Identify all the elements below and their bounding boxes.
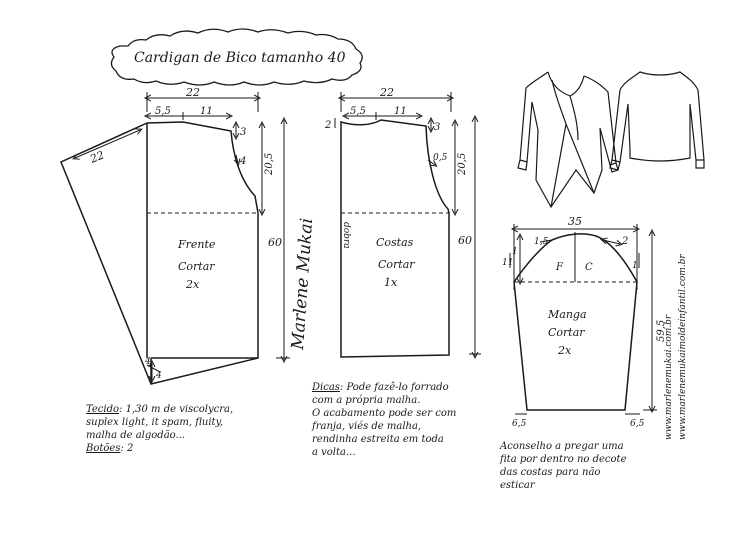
fabric-line-1: : 1,30 m de viscolycra, [119, 404, 234, 415]
front-shoulder: 11 [200, 106, 213, 117]
sleeve-cuff-right: 6,5 [630, 419, 645, 429]
front-label-line-2: Cortar [178, 260, 215, 273]
sleeve-length: 59,5 [656, 320, 667, 342]
back-label-line-3: 1x [384, 276, 398, 289]
tips-line-4: franja, viés de malha, [312, 421, 422, 432]
back-length: 60 [458, 234, 472, 247]
back-neck-width: 5,5 [350, 106, 366, 117]
sleeve-front-marker: F [555, 262, 564, 273]
front-label-line-1: Frente [177, 238, 216, 251]
back-label-line-2: Cortar [378, 258, 415, 271]
back-neck-drop: 2 [324, 120, 331, 131]
title-cloud: Cardigan de Bico tamanho 40 [110, 28, 363, 86]
front-armhole-depth: 20,5 [264, 153, 275, 176]
front-drape: 22 [87, 148, 106, 166]
tips-line-5: rendinha estreita em toda [312, 434, 444, 445]
front-shoulder-drop: 3 [240, 127, 246, 138]
sleeve-label-line-3: 2x [557, 344, 572, 357]
front-neck-drop: 4 [239, 156, 246, 167]
front-pattern-piece [60, 92, 290, 385]
signature-block: Marlene Mukai [288, 217, 317, 351]
back-shoulder: 11 [394, 106, 407, 117]
advice-line-4: esticar [500, 480, 535, 491]
advice-line-2: fita por dentro no decote [500, 454, 627, 465]
advice-line-1: Aconselho a pregar uma [500, 441, 624, 452]
sleeve-cap-left: 1 [512, 247, 518, 257]
buttons-value: : 2 [120, 443, 134, 454]
pattern-title: Cardigan de Bico tamanho 40 [134, 50, 346, 66]
front-length: 60 [268, 236, 282, 249]
garment-sketches [517, 71, 705, 209]
sleeve-width: 35 [568, 215, 582, 228]
advice-note: Aconselho a pregar uma fita por dentro n… [500, 440, 626, 492]
fabric-label: Tecido [86, 404, 120, 415]
sleeve-pattern-piece [509, 224, 657, 415]
tips-note: Dicas: Pode fazê-lo forrado com a própri… [312, 381, 456, 459]
back-armhole-depth: 20,5 [457, 153, 468, 176]
sleeve-side-depth: 11 [502, 258, 513, 268]
sleeve-label-line-2: Cortar [548, 326, 585, 339]
back-label-line-1: Costas [376, 236, 414, 249]
front-hem-right: 4 [155, 371, 162, 381]
watermark-url-2: www.marlenemukaimoldeinfantil.com.br [678, 254, 688, 440]
sleeve-cap-right: 1 [632, 261, 638, 271]
back-armhole-curve: 0,5 [433, 153, 448, 163]
sleeve-right-step: 2 [621, 236, 628, 247]
front-neck-width: 5,5 [155, 106, 171, 117]
watermark-urls: www.marlenemukai.com.br www.marlenemukai… [664, 254, 688, 440]
back-top-width: 22 [379, 86, 394, 99]
tips-label: Dicas [312, 382, 340, 393]
sleeve-back-marker: C [585, 262, 593, 273]
watermark-url-1: www.marlenemukai.com.br [664, 314, 674, 440]
back-pattern-piece [334, 92, 481, 357]
tips-line-3: O acabamento pode ser com [312, 408, 457, 419]
back-shoulder-drop: 3 [434, 122, 440, 133]
front-labels: 22 5,5 11 3 4 20,5 60 22 4 4 Frente Cort… [87, 86, 282, 381]
sleeve-left-step: 1,5 [534, 237, 549, 247]
buttons-label: Botões [86, 443, 121, 454]
sleeve-labels: 35 1,5 2 1 1 11 59,5 F C 6,5 6,5 Manga C… [502, 215, 667, 429]
tips-line-6: a volta... [312, 447, 356, 458]
tips-line-2: com a própria malha. [312, 395, 421, 406]
fabric-line-2: suplex light, it spam, fluity, [86, 417, 224, 428]
fabric-note: Tecido: 1,30 m de viscolycra, suplex lig… [86, 403, 233, 455]
sleeve-label-line-1: Manga [547, 308, 587, 321]
front-top-width: 22 [185, 86, 200, 99]
tips-line-1: : Pode fazê-lo forrado [339, 382, 449, 393]
designer-signature: Marlene Mukai [288, 217, 317, 351]
advice-line-3: das costas para não [500, 467, 601, 478]
front-hem-left: 4 [144, 357, 151, 367]
back-fold-label: dobra [341, 222, 351, 249]
fabric-line-3: malha de algodão... [86, 430, 186, 441]
front-label-line-3: 2x [185, 278, 200, 291]
sleeve-cuff-left: 6,5 [512, 419, 527, 429]
back-labels: 22 5,5 11 2 3 0,5 20,5 60 dobra Costas C… [324, 86, 472, 289]
